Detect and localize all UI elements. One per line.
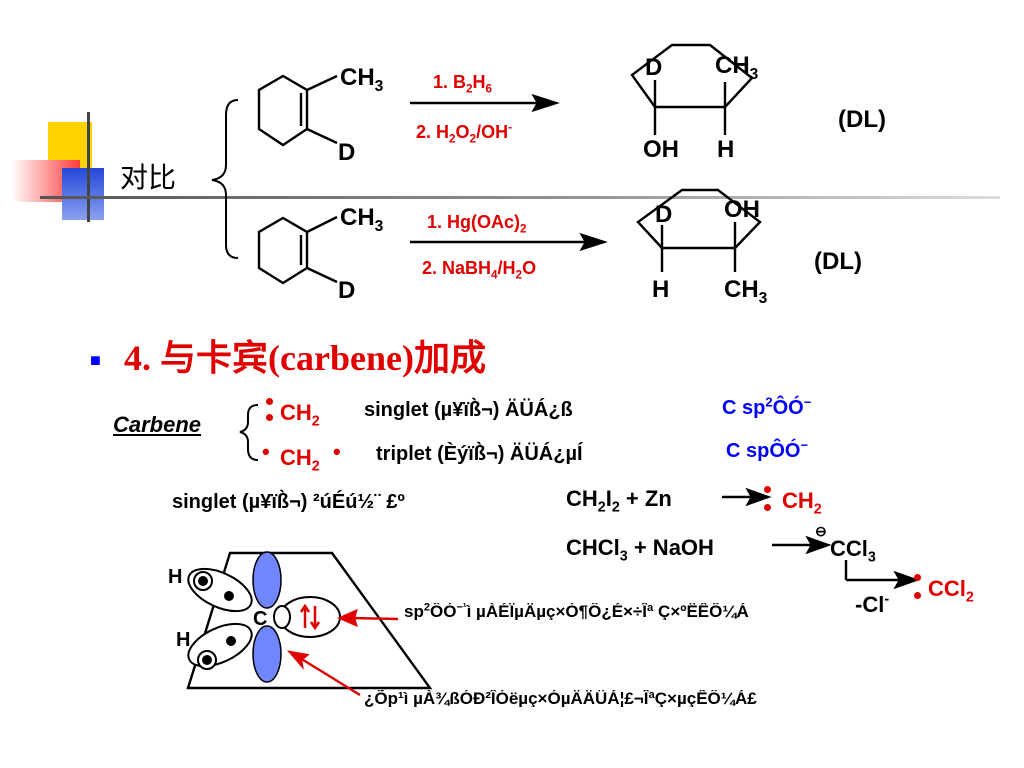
- orbital-note-1: sp2ÔÓ−¹ì µÀÉÏµÄµç×Ó¶Ô¿É×÷Îª Ç×ºËÊÔ¼Á: [404, 603, 749, 620]
- generation-minus-cl: -Cl-: [855, 591, 890, 617]
- reaction-arrow-2: [410, 232, 608, 252]
- p-orbital-bottom-lobe: [252, 625, 282, 683]
- final-carbene-dots: [914, 572, 922, 604]
- product-2-oh: OH: [724, 196, 760, 223]
- section-number: 4.: [124, 338, 151, 378]
- orbital-note-2: ¿Õp¹ì µÀ¾ßÓÐ²ÎÓëµç×ÓµÄÄÜÁ¦£¬ÎªÇ×µçÊÔ¼Á£: [364, 690, 757, 707]
- reactant-1-d: D: [338, 139, 356, 166]
- triplet-ch2: CH2: [280, 445, 320, 475]
- carbene-brace: [239, 404, 259, 461]
- annotation-arrow-1: [337, 608, 399, 628]
- spin-arrows: [299, 603, 321, 631]
- sp2-small-lobe: [273, 605, 291, 629]
- generation-eq-1-product: CH2: [782, 488, 822, 518]
- product-1-oh: OH: [643, 136, 679, 163]
- generation-eq-2-product: CCl3: [830, 536, 876, 566]
- sp2-lobe-lower: [187, 622, 253, 668]
- deco-blue-square: [62, 168, 104, 220]
- singlet-ch2: CH2: [280, 400, 320, 430]
- generation-eq-2-minus: ⊖: [815, 523, 827, 539]
- generation-eq-1-reactants: CH2I2 + Zn: [566, 486, 672, 516]
- triplet-dot-right: •: [333, 439, 341, 464]
- singlet-description: singlet (µ¥ïß̀¬) ÄÜÁ¿ß: [364, 399, 573, 421]
- comparison-label: 对比: [120, 161, 177, 194]
- reactant-2-d: D: [338, 277, 356, 304]
- section-heading: 4. 与卡宾(carbene)加成: [124, 340, 486, 377]
- deco-vertical-line: [87, 112, 90, 222]
- reaction-2-step-1: 1. Hg(OAc)2: [427, 212, 527, 236]
- section-title-en: (carbene): [268, 338, 414, 378]
- product-2-d: D: [655, 201, 673, 228]
- triplet-hybridization: C spÔÓ−: [726, 437, 809, 462]
- product-2-ch3: CH3: [724, 276, 768, 307]
- reaction-arrow-1: [410, 93, 560, 113]
- section-title-cn: 与卡宾: [160, 338, 269, 379]
- reactant-2-ring: [257, 215, 338, 285]
- product-1-d: D: [645, 54, 663, 81]
- reaction-2-step-2: 2. NaBH4/H2O: [422, 258, 537, 282]
- section-bullet: ■: [90, 350, 101, 370]
- orbital-h-top: H: [168, 566, 183, 588]
- reactant-1-ring: [257, 74, 338, 147]
- orbital-carbon: C: [253, 608, 268, 630]
- triplet-description: triplet (Èýïß̀¬) ÄÜÁ¿µÍ: [376, 443, 583, 465]
- reaction-1-step-1: 1. B2H6: [433, 72, 493, 96]
- orbital-h-bottom: H: [176, 629, 191, 651]
- electron-dot-3-core: [202, 655, 212, 665]
- generation-arrow-3: [844, 560, 920, 590]
- triplet-dot-left: •: [262, 439, 270, 464]
- electron-dot-4: [226, 636, 236, 646]
- section-title-cn2: 加成: [413, 338, 486, 379]
- generation-arrow-2: [772, 535, 832, 555]
- generation-label: singlet (µ¥ïß̀¬) ²úÉú½¨ £º: [172, 491, 405, 513]
- electron-dot-1-core: [198, 576, 208, 586]
- product-2-h: H: [652, 276, 670, 303]
- electron-dot-2: [224, 591, 234, 601]
- product-1-h: H: [717, 136, 735, 163]
- p-orbital-top-lobe: [252, 551, 282, 609]
- generation-arrow-1: [722, 487, 772, 507]
- sp2-lobe-upper: [187, 567, 253, 613]
- product-1-chair: [630, 43, 754, 135]
- reactant-2-ch3: CH3: [340, 204, 384, 235]
- comparison-brace: [211, 99, 239, 259]
- carbene-label: Carbene: [113, 412, 202, 437]
- reactant-1-ch3: CH3: [340, 64, 384, 95]
- deco-horizontal-line: [40, 196, 1000, 199]
- eq1-product-dots: [764, 484, 772, 516]
- singlet-dots: [266, 396, 274, 426]
- singlet-hybridization: C sp2ÔÓ−: [722, 394, 812, 419]
- product-2-dl: (DL): [814, 248, 862, 275]
- product-1-dl: (DL): [838, 106, 886, 133]
- reaction-1-step-2: 2. H2O2/OH-: [416, 121, 512, 146]
- generation-final-product: CCl2: [928, 576, 974, 606]
- product-1-ch3: CH3: [715, 52, 759, 83]
- product-2-chair: [636, 188, 762, 272]
- generation-eq-2-reactants: CHCl3 + NaOH: [566, 535, 714, 565]
- annotation-arrow-2: [286, 650, 361, 697]
